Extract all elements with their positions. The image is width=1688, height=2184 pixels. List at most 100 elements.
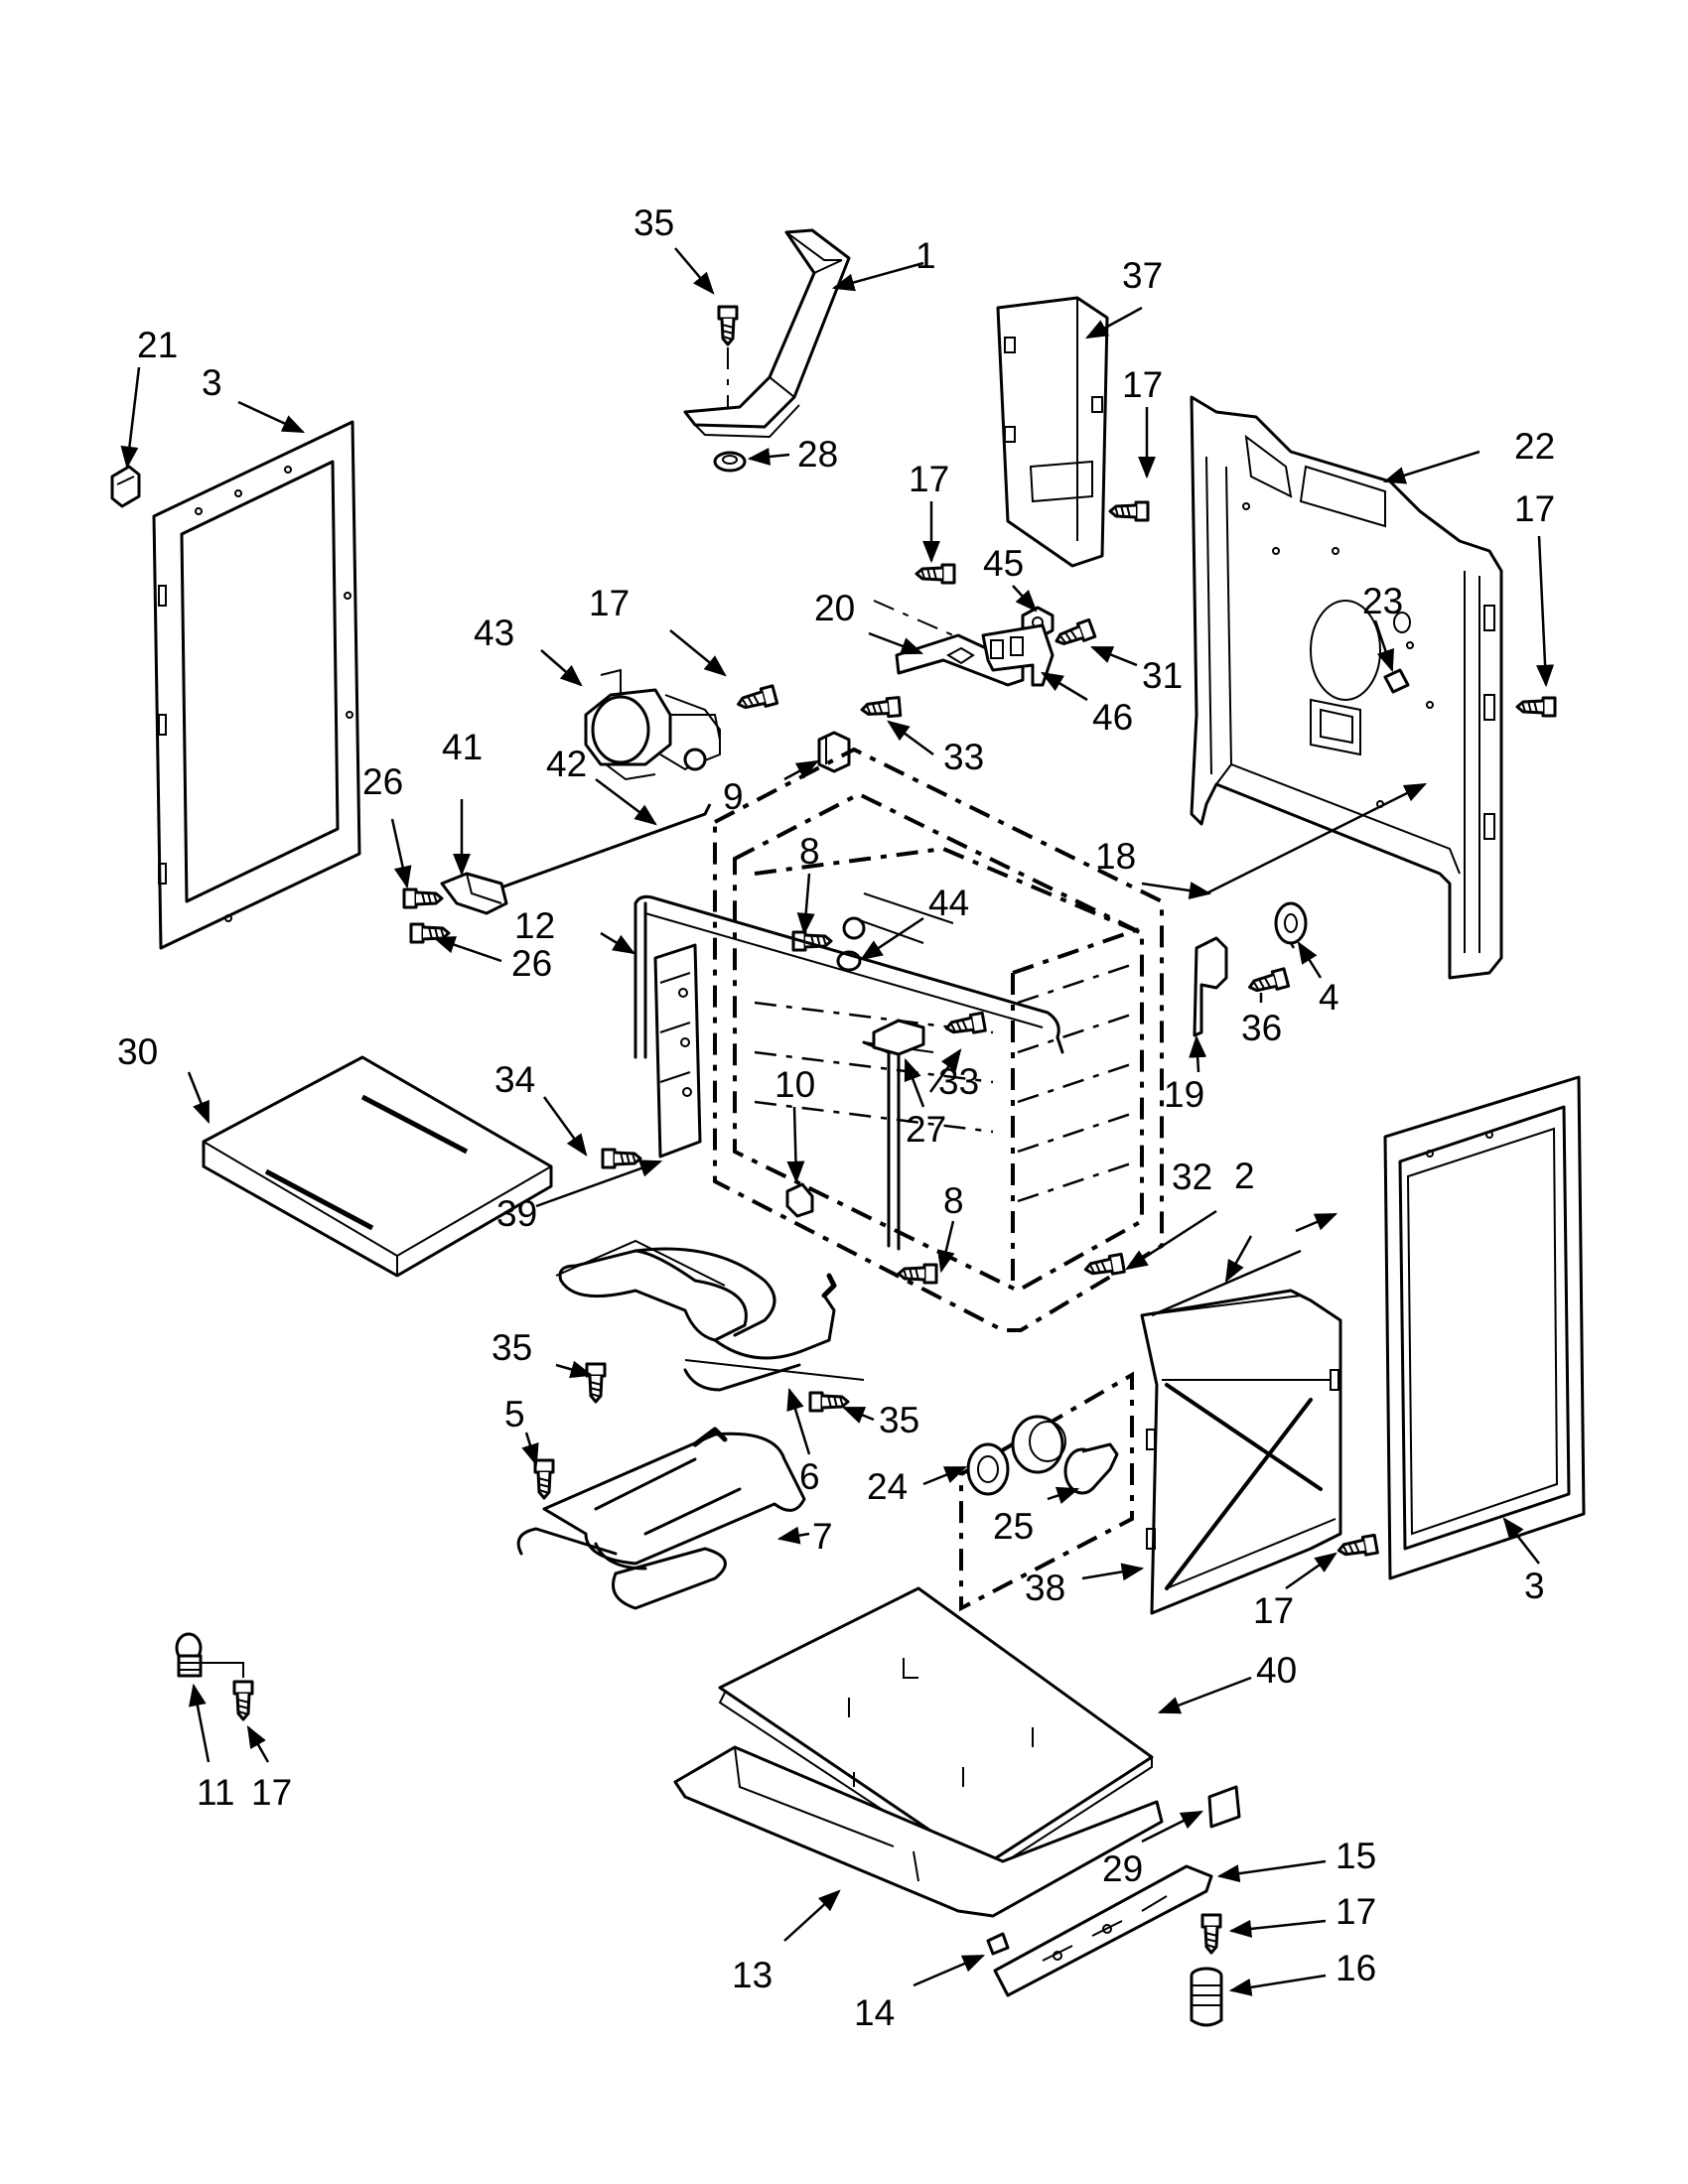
part-11-leveling-foot bbox=[175, 1632, 203, 1678]
label-17-37: 17 bbox=[1122, 364, 1163, 405]
part-10-clip bbox=[785, 1182, 814, 1218]
label-10: 10 bbox=[774, 1064, 815, 1105]
part-36-screw bbox=[1245, 967, 1291, 998]
label-11: 11 bbox=[197, 1772, 234, 1813]
part-23-plug bbox=[1383, 668, 1410, 694]
part-29-plate bbox=[1207, 1785, 1241, 1829]
label-26-lower: 26 bbox=[511, 943, 552, 984]
label-16: 16 bbox=[1336, 1948, 1376, 1988]
part-8-screw-lower bbox=[897, 1263, 938, 1285]
part-28-grommet bbox=[713, 451, 747, 473]
part-33-screw-top bbox=[859, 696, 903, 721]
part-4-grommet bbox=[1274, 901, 1308, 945]
label-46: 46 bbox=[1092, 697, 1133, 738]
part-19-bracket bbox=[1193, 936, 1228, 1037]
label-15: 15 bbox=[1336, 1836, 1376, 1876]
label-41: 41 bbox=[442, 727, 483, 767]
part-42-wire bbox=[484, 803, 712, 895]
label-17-rear: 17 bbox=[1514, 488, 1555, 529]
label-3-right: 3 bbox=[1524, 1566, 1545, 1606]
part-39-bracket-plate bbox=[653, 943, 702, 1159]
part-5-screw bbox=[533, 1458, 555, 1500]
label-32: 32 bbox=[1172, 1157, 1212, 1197]
part-46-terminal-block bbox=[981, 623, 1055, 687]
label-29: 29 bbox=[1102, 1848, 1143, 1889]
label-4: 4 bbox=[1319, 977, 1339, 1018]
label-30: 30 bbox=[117, 1031, 158, 1072]
part-17-screw-15 bbox=[1200, 1913, 1222, 1955]
label-39: 39 bbox=[496, 1193, 537, 1234]
part-30-tray bbox=[202, 1055, 553, 1278]
label-8-upper: 8 bbox=[799, 831, 820, 872]
label-33-upper: 33 bbox=[943, 737, 984, 777]
part-1-top-bracket bbox=[683, 228, 851, 439]
part-3-right-side-panel bbox=[1383, 1075, 1586, 1580]
part-6-bake-element bbox=[555, 1239, 865, 1392]
label-45: 45 bbox=[983, 543, 1024, 584]
label-14: 14 bbox=[854, 1992, 895, 2033]
callout-labels: 1 2 3 3 4 5 6 7 8 8 9 10 11 12 13 14 15 … bbox=[117, 203, 1555, 2033]
label-35-right: 35 bbox=[879, 1400, 919, 1440]
part-3-left-side-panel bbox=[152, 420, 361, 950]
part-12-oven-element bbox=[633, 894, 1064, 1251]
label-9: 9 bbox=[723, 776, 744, 817]
label-20: 20 bbox=[814, 588, 855, 628]
label-31: 31 bbox=[1142, 655, 1183, 696]
label-42: 42 bbox=[546, 744, 587, 784]
part-33-screw-lower bbox=[943, 1011, 987, 1039]
label-13: 13 bbox=[732, 1955, 773, 1995]
label-34: 34 bbox=[494, 1059, 535, 1100]
label-5: 5 bbox=[504, 1394, 525, 1434]
label-7: 7 bbox=[812, 1516, 833, 1557]
label-38: 38 bbox=[1025, 1568, 1065, 1608]
part-38-access-panel bbox=[1140, 1289, 1342, 1615]
part-35-screw-right bbox=[808, 1391, 850, 1413]
part-17-screw-rear bbox=[1515, 696, 1557, 718]
label-17-43: 17 bbox=[589, 583, 630, 623]
label-35-top: 35 bbox=[633, 203, 674, 243]
part-13-bottom-pan bbox=[673, 1745, 1164, 1918]
part-14-clip bbox=[986, 1932, 1010, 1956]
label-27: 27 bbox=[906, 1109, 946, 1150]
part-35-screw-top bbox=[717, 305, 739, 407]
part-41-bracket bbox=[440, 872, 508, 915]
label-35-mid: 35 bbox=[492, 1327, 532, 1368]
part-21-bracket bbox=[110, 465, 141, 508]
label-6: 6 bbox=[799, 1456, 820, 1497]
part-22-rear-panel bbox=[1190, 395, 1503, 980]
part-7-broil-element bbox=[516, 1427, 806, 1610]
part-17-screw-20 bbox=[914, 563, 956, 585]
part-9-clip bbox=[817, 731, 851, 773]
part-17-screw-37 bbox=[1108, 500, 1150, 522]
label-21: 21 bbox=[137, 325, 178, 365]
label-17-11: 17 bbox=[251, 1772, 292, 1813]
part-26-screw-upper bbox=[402, 887, 444, 909]
label-3-left: 3 bbox=[202, 362, 222, 403]
part-24-knob bbox=[966, 1415, 1066, 1496]
part-27-bracket bbox=[872, 1019, 925, 1056]
part-35-screw-mid bbox=[585, 1362, 607, 1404]
label-36: 36 bbox=[1241, 1008, 1282, 1048]
label-25: 25 bbox=[993, 1506, 1034, 1547]
part-43-motor bbox=[584, 668, 721, 781]
part-26-screw-lower bbox=[409, 922, 451, 944]
label-17-38: 17 bbox=[1253, 1590, 1294, 1631]
label-8-lower: 8 bbox=[943, 1180, 964, 1221]
label-28: 28 bbox=[797, 434, 838, 475]
label-17-20: 17 bbox=[909, 459, 949, 499]
part-25-knob-shaft bbox=[1063, 1442, 1119, 1495]
label-40: 40 bbox=[1256, 1650, 1297, 1691]
leader-lines bbox=[120, 247, 1555, 1996]
part-16-leg bbox=[1190, 1967, 1223, 2027]
label-33-lower: 33 bbox=[938, 1061, 979, 1102]
label-37: 37 bbox=[1122, 255, 1163, 296]
label-24: 24 bbox=[867, 1466, 908, 1507]
part-34-screw bbox=[601, 1148, 642, 1169]
label-44: 44 bbox=[928, 883, 969, 923]
part-32-screw bbox=[1082, 1252, 1126, 1281]
part-31-screw bbox=[1052, 617, 1097, 651]
part-20-bracket bbox=[873, 600, 1025, 687]
label-26-upper: 26 bbox=[362, 761, 403, 802]
label-23: 23 bbox=[1362, 581, 1403, 621]
